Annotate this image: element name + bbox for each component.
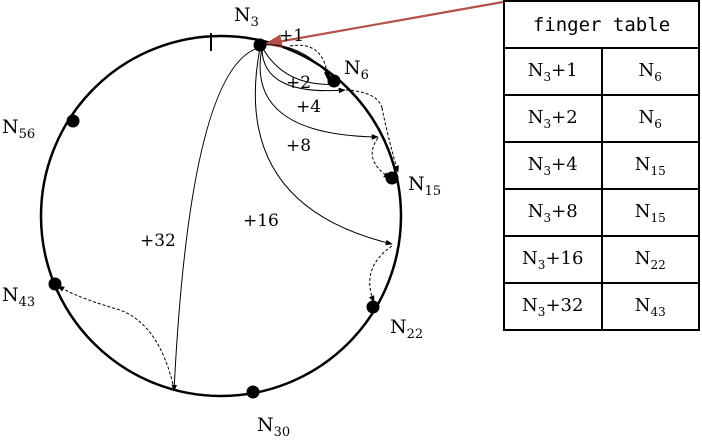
successor-arrow-plus32 [57, 285, 175, 390]
node-dot-n56 [66, 114, 80, 128]
finger-table-header-row: finger table [503, 0, 700, 49]
finger-arc-plus2 [261, 46, 339, 88]
finger-start: N3+8 [503, 188, 603, 237]
step-label-plus2: +2 [286, 73, 311, 93]
successor-arrow-plus8 [371, 137, 391, 179]
finger-start: N3+32 [503, 282, 603, 331]
finger-arc-plus1 [261, 44, 331, 77]
finger-table-pointer-arrow [264, 0, 504, 49]
node-dot-n15 [385, 171, 399, 185]
finger-table-row: N3+16 N22 [503, 235, 700, 284]
node-dot-n22 [366, 300, 380, 314]
node-label-n30: N30 [257, 414, 290, 440]
node-dot-n30 [246, 385, 260, 399]
step-label-plus4: +4 [296, 97, 321, 117]
finger-start: N3+2 [503, 94, 603, 143]
finger-arc-plus16 [254, 47, 393, 246]
successor-arrow-plus4 [345, 89, 383, 109]
finger-arc-plus4 [261, 47, 346, 94]
finger-start: N3+4 [503, 141, 603, 190]
node-label-n3: N3 [234, 4, 259, 30]
step-label-plus32: +32 [140, 231, 176, 251]
finger-successor: N15 [600, 188, 700, 237]
node-dot-n6 [327, 74, 341, 88]
node-dot-n3 [253, 38, 267, 52]
node-label-n15: N15 [408, 173, 441, 199]
finger-table-row: N3+32 N43 [503, 282, 700, 331]
successor-arrow-plus1 [289, 44, 331, 81]
finger-successor: N6 [600, 47, 700, 96]
finger-table-row: N3+8 N15 [503, 188, 700, 237]
successor-arrow-plus16 [369, 245, 393, 303]
node-label-n6: N6 [344, 57, 369, 83]
finger-arc-plus32 [171, 47, 259, 392]
finger-table-row: N3+2 N6 [503, 94, 700, 143]
step-label-plus16: +16 [243, 211, 279, 231]
node-label-n22: N22 [390, 316, 423, 342]
finger-successor: N43 [600, 282, 700, 331]
finger-start: N3+1 [503, 47, 603, 96]
finger-start: N3+16 [503, 235, 603, 284]
chord-ring [39, 34, 403, 398]
step-label-plus8: +8 [286, 136, 311, 156]
finger-table-title: finger table [503, 0, 700, 49]
node-label-n43: N43 [2, 284, 35, 310]
finger-successor: N6 [600, 94, 700, 143]
finger-successor: N22 [600, 235, 700, 284]
successor-arrow-plus4b [381, 107, 399, 173]
finger-table-row: N3+4 N15 [503, 141, 700, 190]
finger-arc-plus8 [259, 47, 379, 140]
finger-successor: N15 [600, 141, 700, 190]
step-label-plus1: +1 [279, 26, 304, 46]
finger-table-row: N3+1 N6 [503, 47, 700, 96]
node-dot-n43 [48, 277, 62, 291]
finger-table: finger table N3+1 N6 N3+2 N6 N3+4 N15 N3… [503, 0, 700, 331]
node-label-n56: N56 [2, 116, 35, 142]
